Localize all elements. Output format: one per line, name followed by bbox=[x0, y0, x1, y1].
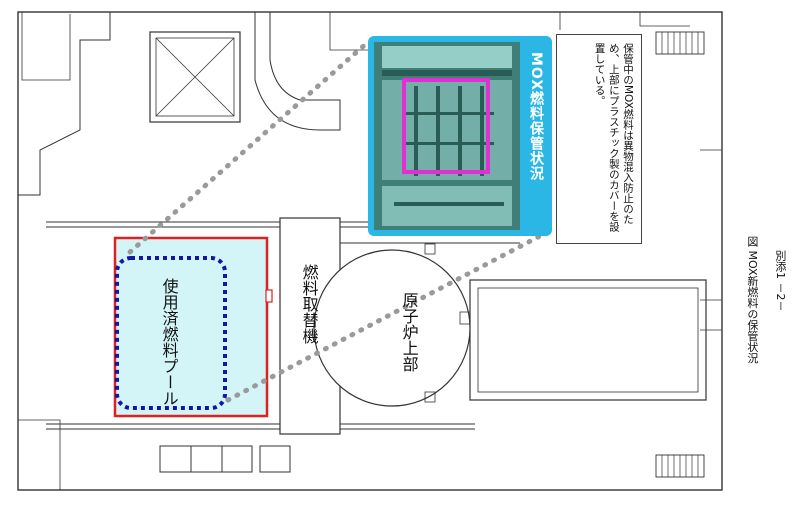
note-text: 保管中のMOX燃料は異物混入防止のため、上部にプラスチック製のカバーを設置してい… bbox=[593, 43, 634, 232]
page-number: 別添1 －2－ bbox=[773, 250, 787, 312]
building-outline bbox=[17, 11, 723, 491]
connector-top bbox=[127, 39, 371, 255]
mox-photo-inset: MOX燃料保管状況 bbox=[368, 36, 552, 236]
note-box: 保管中のMOX燃料は異物混入防止のため、上部にプラスチック製のカバーを設置してい… bbox=[556, 34, 642, 244]
bottom-box-1 bbox=[159, 445, 253, 473]
magenta-highlight bbox=[402, 78, 490, 174]
spent-fuel-pool bbox=[113, 236, 269, 418]
bottom-box-2 bbox=[259, 445, 291, 473]
reactor-top bbox=[313, 249, 471, 407]
figure-caption: 図 MOX新燃料の保管状況 bbox=[745, 236, 759, 364]
connector-bottom bbox=[225, 233, 543, 403]
room-top-left bbox=[18, 11, 111, 196]
inset-title: MOX燃料保管状況 bbox=[528, 52, 544, 182]
hatch-box bbox=[149, 31, 241, 123]
equipment-pit bbox=[469, 279, 707, 401]
mox-storage-area bbox=[115, 256, 227, 410]
pool-label: 使用済燃料プール bbox=[159, 278, 179, 406]
reactor-top-label: 原子炉上部 bbox=[399, 292, 419, 372]
fuel-handling-machine-label: 燃料取替機 bbox=[299, 264, 319, 344]
mox-storage-photo bbox=[374, 42, 520, 230]
